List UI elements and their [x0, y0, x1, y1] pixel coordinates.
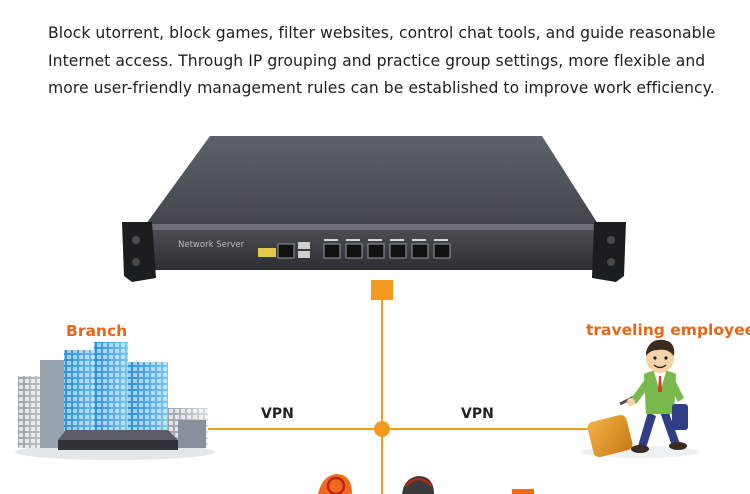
power-switch-icon [258, 248, 276, 257]
usb-port-icon [298, 242, 310, 249]
intro-paragraph: Block utorrent, block games, filter webs… [48, 20, 728, 103]
console-port-icon [277, 243, 295, 259]
intro-line-3: more user-friendly management rules can … [48, 79, 715, 97]
intro-line-1: Block utorrent, block games, filter webs… [48, 24, 716, 42]
connector-square-icon [371, 280, 393, 300]
connection-lines [175, 280, 592, 494]
hub-node-icon [374, 421, 390, 437]
vpn-label-left: VPN [261, 406, 294, 422]
branch-building-icon [15, 342, 215, 460]
network-server-device: Network Server [122, 136, 626, 282]
partial-bottom-icons [318, 474, 534, 494]
device-label: Network Server [178, 240, 245, 250]
intro-line-2: Internet access. Through IP grouping and… [48, 51, 706, 70]
branch-label: Branch [66, 322, 128, 340]
traveling-employees-label: traveling employees [586, 321, 750, 339]
traveling-employee-icon [580, 339, 700, 458]
vpn-label-right: VPN [461, 406, 494, 422]
